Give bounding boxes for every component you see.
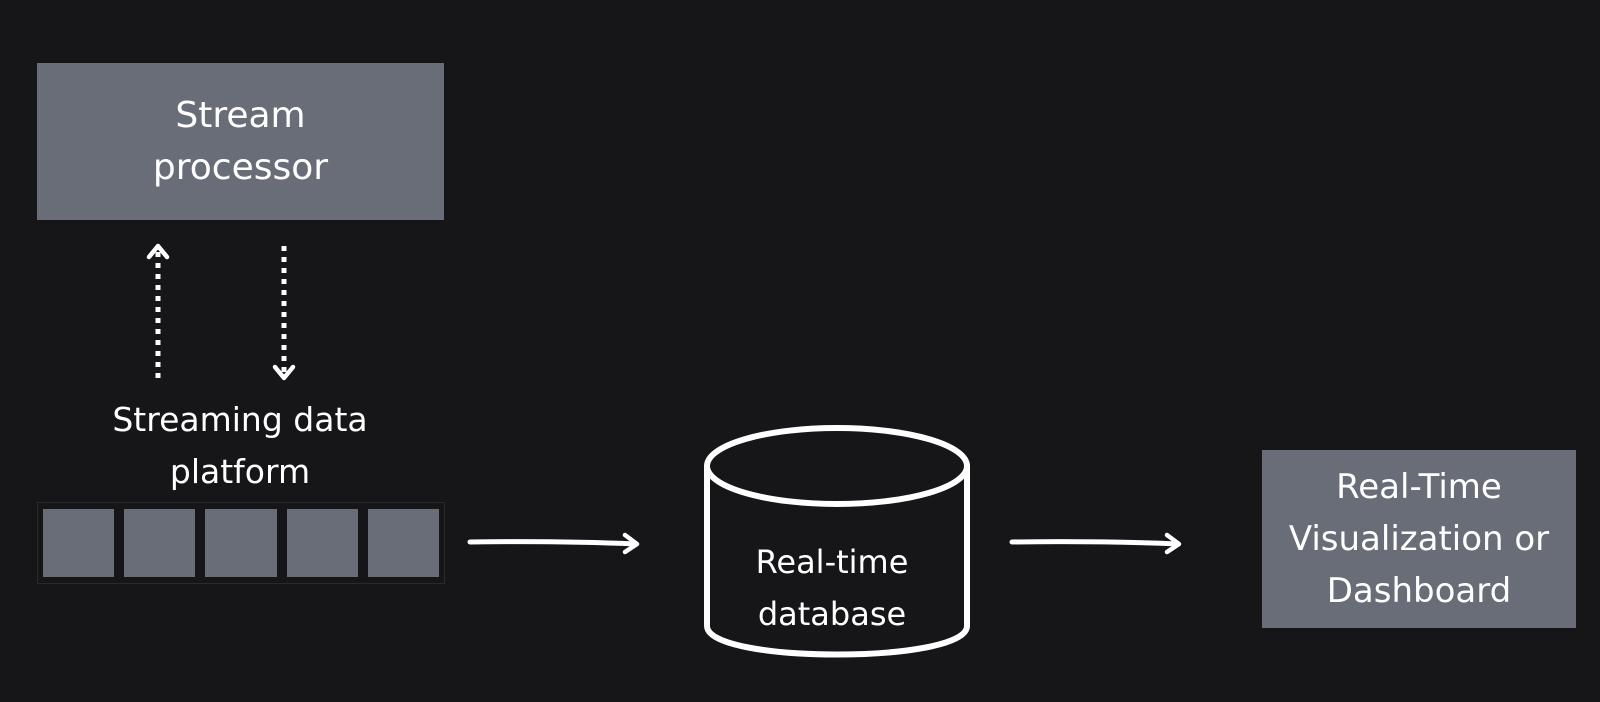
queue-segment (367, 509, 440, 577)
queue-segment (124, 509, 196, 577)
streaming-platform-label: Streaming data platform (112, 400, 368, 491)
edge-platform-to-database-arrowhead (622, 532, 640, 555)
dashboard-label: Real-Time Visualization or Dashboard (1288, 467, 1550, 611)
stream-processor-label: Stream processor (152, 94, 329, 188)
queue-segment (286, 509, 358, 577)
edge-platform-to-processor-arrowhead (146, 243, 170, 260)
database-cylinder-icon (704, 425, 970, 658)
queue-segment (43, 509, 115, 577)
streaming-platform-queue (37, 502, 445, 584)
edge-platform-to-database (467, 539, 639, 547)
queue-segment (205, 509, 277, 577)
database-label: Real-time database (755, 543, 909, 633)
stream-processor-node: Stream processor (37, 63, 444, 220)
edge-database-to-dashboard (1009, 539, 1181, 547)
edge-processor-to-platform-arrowhead (272, 364, 296, 381)
dashboard-node: Real-Time Visualization or Dashboard (1262, 450, 1576, 628)
edge-database-to-dashboard-arrowhead (1164, 532, 1182, 555)
